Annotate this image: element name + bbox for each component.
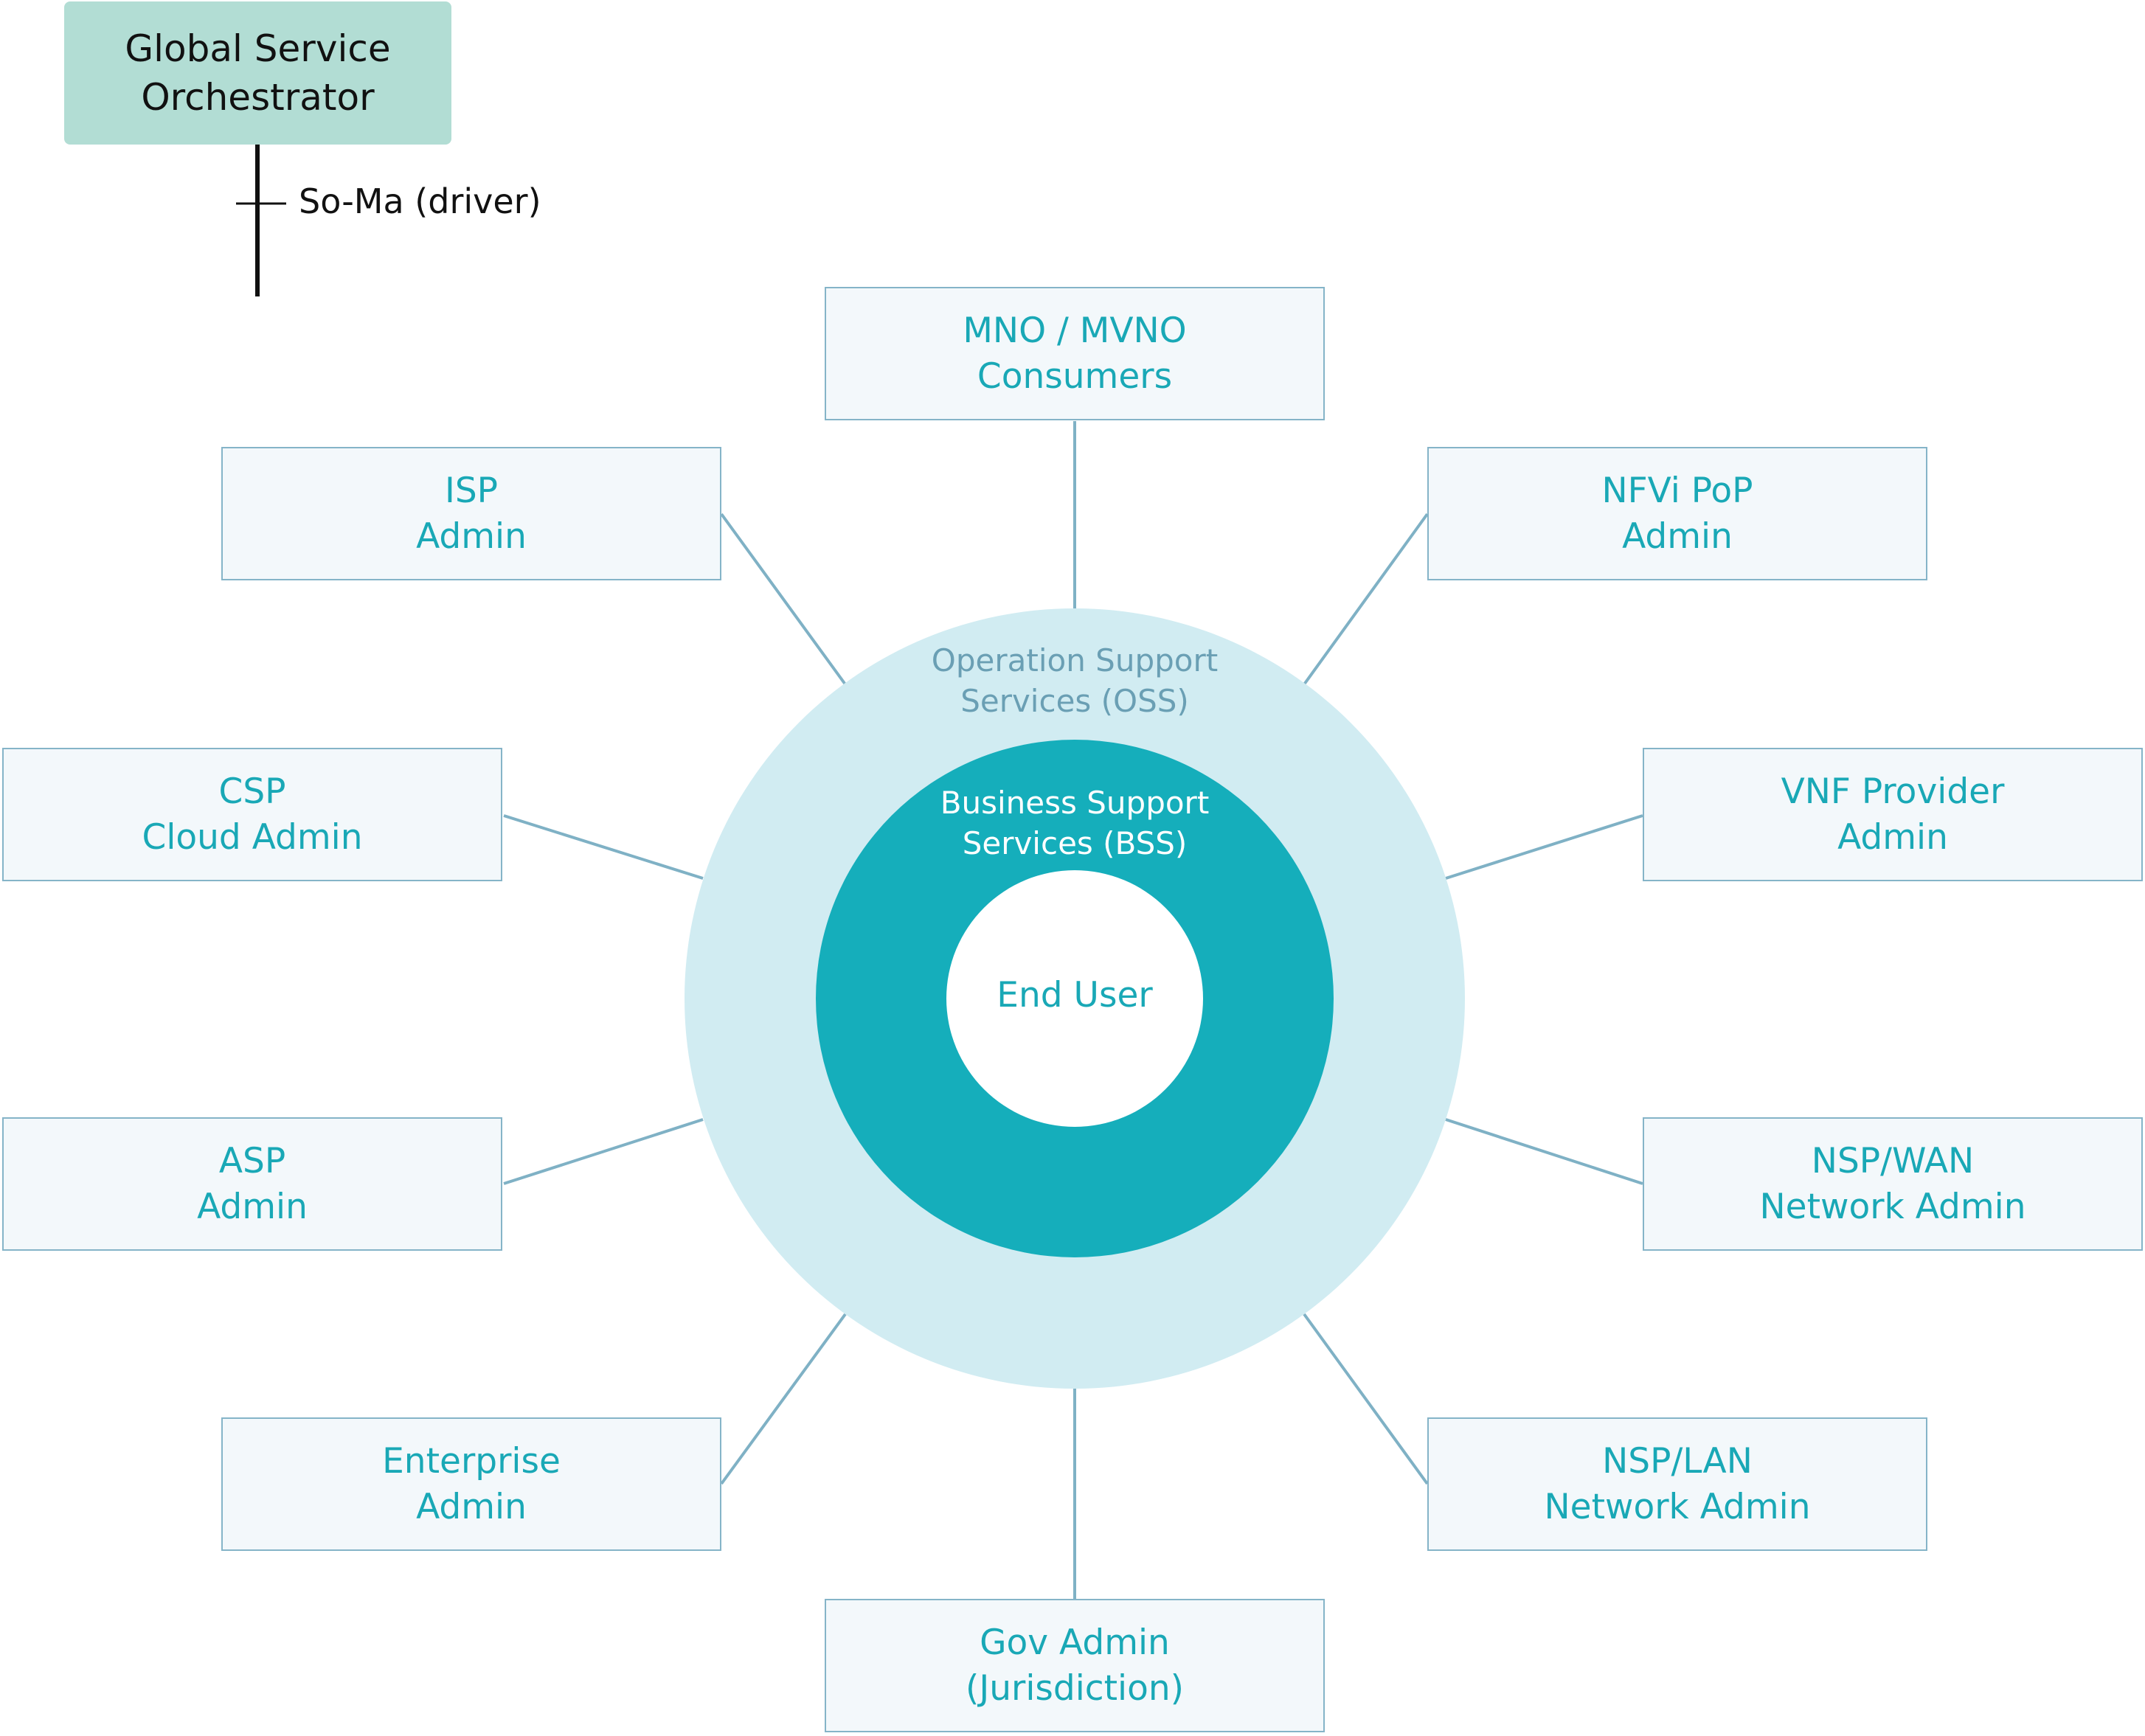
connector-vnf (1445, 814, 1643, 880)
node-isp[interactable]: ISP Admin (221, 447, 721, 580)
node-label-line1: ASP (218, 1140, 286, 1181)
connector-isp (720, 513, 847, 686)
node-label-line2: Consumers (977, 355, 1173, 397)
node-vnf-provider[interactable]: VNF Provider Admin (1643, 748, 2143, 881)
node-csp[interactable]: CSP Cloud Admin (2, 748, 502, 881)
bss-label-line1: Business Support (940, 785, 1210, 821)
orchestrator-title-line2: Orchestrator (141, 76, 375, 119)
node-label-line1: Gov Admin (980, 1622, 1170, 1663)
node-label-line2: Admin (1622, 515, 1733, 557)
bss-label: Business Support Services (BSS) (853, 782, 1296, 864)
connector-nsp-lan (1303, 1313, 1429, 1485)
node-nsp-wan[interactable]: NSP/WAN Network Admin (1643, 1117, 2143, 1251)
node-label-line2: Admin (416, 1486, 527, 1527)
connector-nfvi (1303, 513, 1429, 686)
node-label-line1: VNF Provider (1781, 771, 2005, 812)
node-label-line2: Admin (1837, 816, 1948, 858)
node-label-line1: ISP (444, 470, 499, 511)
node-label-line2: Network Admin (1759, 1186, 2026, 1227)
node-enterprise[interactable]: Enterprise Admin (221, 1417, 721, 1551)
connector-csp (503, 814, 704, 880)
connector-nsp-wan (1445, 1118, 1643, 1185)
connector-asp (503, 1118, 704, 1185)
node-label-line2: Cloud Admin (142, 816, 363, 858)
node-nfvi-pop[interactable]: NFVi PoP Admin (1427, 447, 1927, 580)
node-asp[interactable]: ASP Admin (2, 1117, 502, 1251)
orchestrator-title-line1: Global Service (125, 27, 391, 70)
node-label-line2: Admin (197, 1186, 308, 1227)
node-label-line1: Enterprise (382, 1440, 561, 1482)
node-label-line1: NSP/LAN (1602, 1440, 1753, 1482)
end-user-core (946, 870, 1203, 1127)
global-service-orchestrator[interactable]: Global Service Orchestrator (64, 1, 451, 145)
oss-label-line1: Operation Support (931, 642, 1219, 678)
end-user-label: End User (997, 975, 1153, 1015)
node-nsp-lan[interactable]: NSP/LAN Network Admin (1427, 1417, 1927, 1551)
node-label-line1: NFVi PoP (1601, 470, 1753, 511)
node-label-line1: MNO / MVNO (963, 310, 1187, 351)
node-label-line2: Network Admin (1544, 1486, 1811, 1527)
node-mno-mvno[interactable]: MNO / MVNO Consumers (825, 287, 1325, 420)
oss-label: Operation Support Services (OSS) (853, 640, 1296, 721)
node-label-line1: CSP (218, 771, 286, 812)
node-label-line2: (Jurisdiction) (966, 1667, 1184, 1709)
node-gov-admin[interactable]: Gov Admin (Jurisdiction) (825, 1599, 1325, 1732)
bss-label-line2: Services (BSS) (962, 825, 1188, 861)
node-label-line2: Admin (416, 515, 527, 557)
node-label-line1: NSP/WAN (1811, 1140, 1975, 1181)
soma-interface-label: So-Ma (driver) (299, 181, 541, 221)
connector-enterprise (720, 1313, 847, 1485)
oss-label-line2: Services (OSS) (960, 683, 1189, 719)
